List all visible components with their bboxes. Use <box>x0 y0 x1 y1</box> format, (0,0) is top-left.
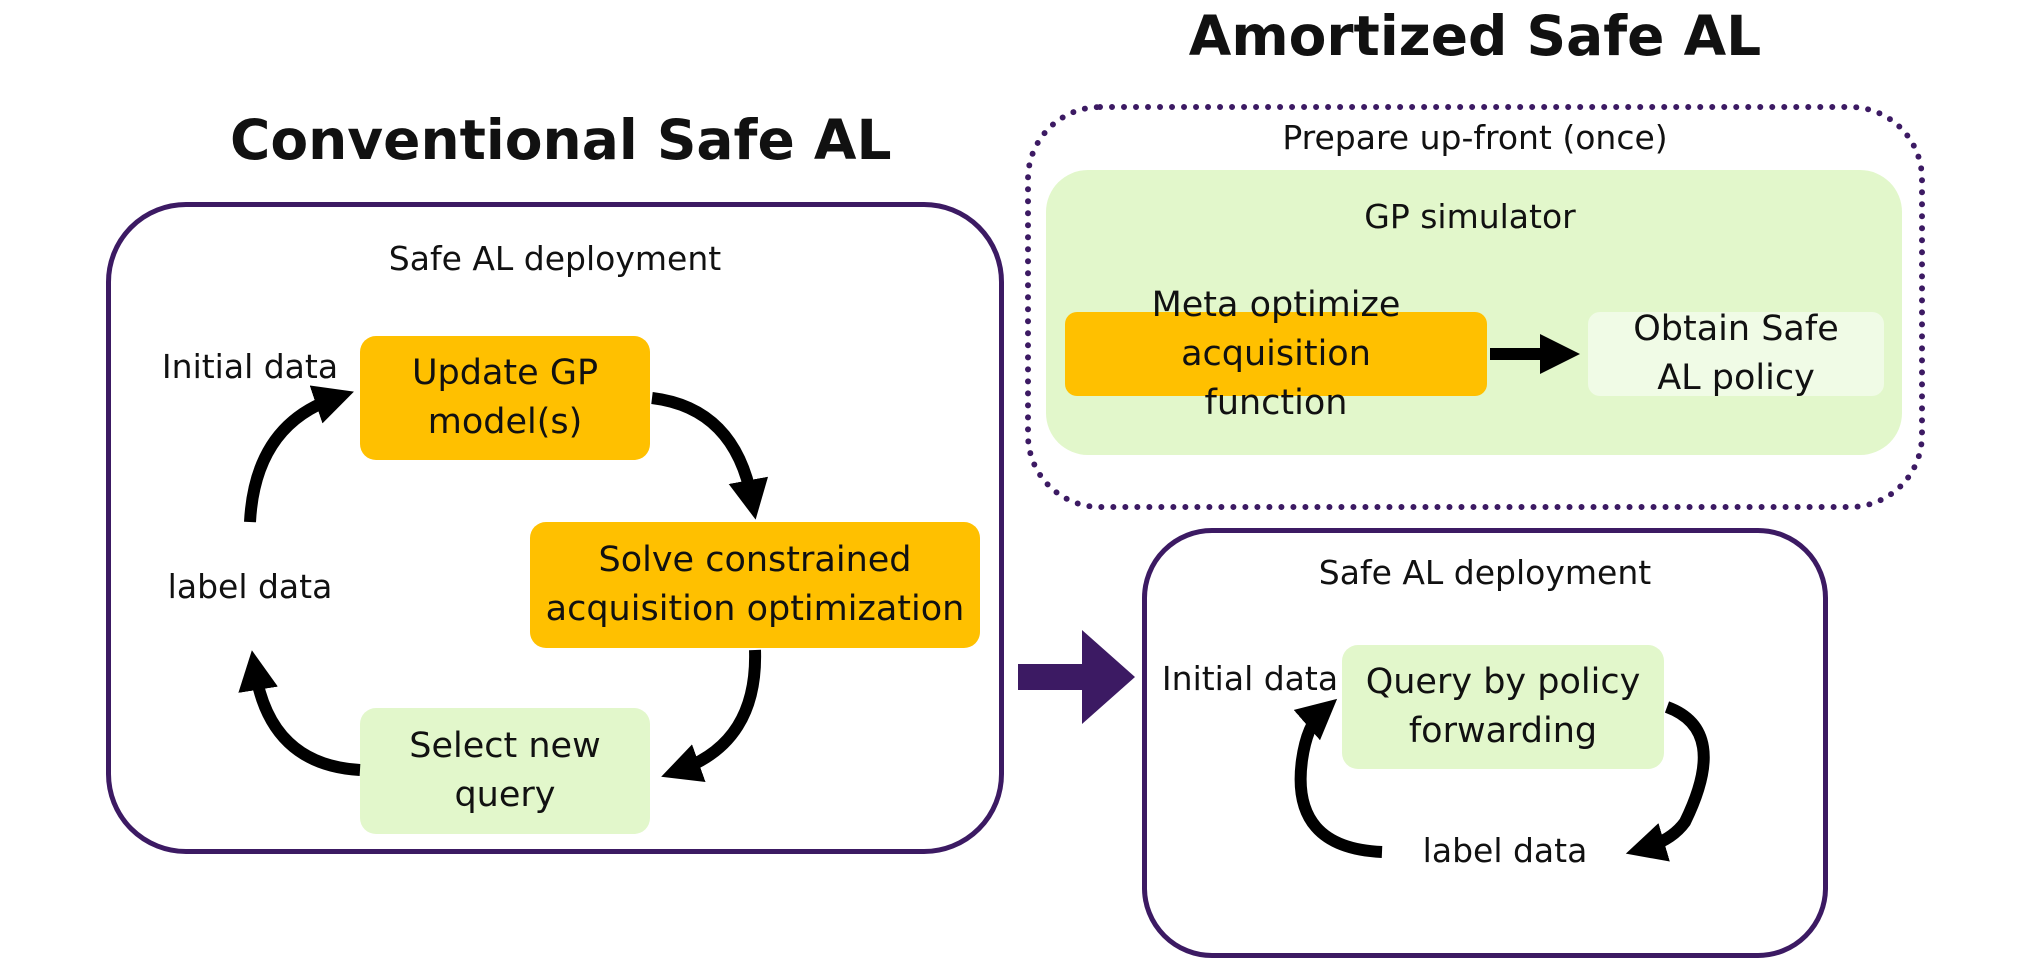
amortized-label-data-label: label data <box>1422 831 1588 870</box>
gp-simulator-label: GP simulator <box>1364 197 1576 236</box>
solve-acquisition-box: Solve constrained acquisition optimizati… <box>530 522 980 648</box>
big-transition-arrow <box>1018 630 1135 724</box>
meta-optimize-text: Meta optimize acquisition function <box>1151 284 1401 423</box>
solve-acquisition-text: Solve constrained acquisition optimizati… <box>545 540 965 629</box>
amortized-deployment-label: Safe AL deployment <box>1318 553 1652 592</box>
conventional-deployment-label: Safe AL deployment <box>388 239 722 278</box>
conventional-label-data-label: label data <box>167 567 333 606</box>
obtain-policy-text: Obtain Safe AL policy <box>1633 309 1839 398</box>
query-policy-text: Query by policy forwarding <box>1365 662 1641 751</box>
meta-optimize-box: Meta optimize acquisition function <box>1065 285 1487 423</box>
update-gp-text: Update GP model(s) <box>411 353 599 442</box>
amortized-title: Amortized Safe AL <box>1188 4 1762 68</box>
conventional-deployment-frame <box>106 202 1004 854</box>
select-query-text: Select new query <box>409 726 601 815</box>
amortized-initial-data-label: Initial data <box>1161 659 1339 698</box>
prepare-upfront-label: Prepare up-front (once) <box>1282 118 1668 157</box>
update-gp-box: Update GP model(s) <box>360 336 650 460</box>
obtain-policy-box: Obtain Safe AL policy <box>1588 309 1884 398</box>
select-query-box: Select new query <box>360 708 650 834</box>
conventional-title: Conventional Safe AL <box>230 108 892 172</box>
query-policy-box: Query by policy forwarding <box>1342 645 1664 769</box>
amortized-deployment-frame <box>1142 528 1828 958</box>
prepare-upfront-frame <box>1025 104 1925 510</box>
conventional-initial-data-label: Initial data <box>161 347 339 386</box>
